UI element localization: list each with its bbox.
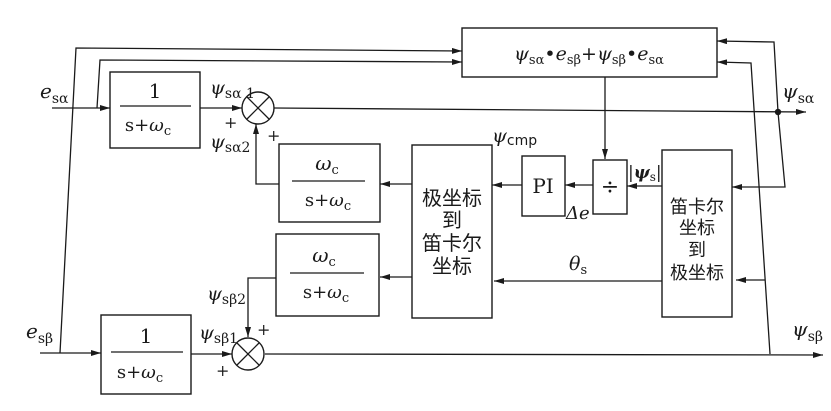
label-psi-b1: ψsβ1 [199,322,238,347]
wire-psi-a2 [253,124,279,185]
svg-text:极坐标: 极坐标 [670,263,724,284]
wire-psi-alpha-out [273,107,807,115]
lpf-alpha-num: 1 [149,79,162,103]
svg-text:s+ωc: s+ωc [305,190,351,214]
label-psi-b2: ψsβ2 [207,283,246,308]
lpf-beta-block: 1 s+ωc [100,314,192,395]
svg-text:到: 到 [688,240,706,261]
svg-text:ωc: ωc [312,243,336,270]
wire-psi-b2 [245,277,276,337]
product-block: ψsα•esβ+ψsβ•esα [461,27,718,78]
divide-block: ÷ [592,159,628,215]
svg-text:到: 到 [442,208,462,232]
svg-text:坐标: 坐标 [679,218,715,239]
label-psi-cmp: ψcmp [492,125,537,149]
sum-beta-plus-left: + [216,361,229,380]
wires [40,38,824,358]
label-theta: θs [569,253,587,278]
wire-e-alpha-to-product [96,58,463,109]
label-psi-a2: ψsα2 [210,131,250,156]
wire-psi-beta-to-product [716,59,771,355]
sum-alpha-plus-bottom: + [267,126,280,145]
label-psi-a1: ψsα 1 [210,77,255,102]
svg-text:PI: PI [532,174,553,198]
sum-beta [231,337,265,371]
comp-beta-block: ωc s+ωc [275,233,380,317]
cartesian-to-polar-block: 笛卡尔 坐标 到 极坐标 [661,149,733,318]
sum-beta-plus-top: + [257,320,270,339]
polar-to-cartesian-block: 极坐标 到 笛卡尔 坐标 [411,144,493,319]
sum-alpha-plus-left: + [224,113,237,132]
wire-e-beta-to-product [59,47,463,354]
svg-text:极坐标: 极坐标 [422,186,482,210]
svg-text:s+ωc: s+ωc [303,282,349,306]
label-e-alpha: esα [40,79,69,107]
junction-dot [774,108,782,116]
svg-text:s+ωc: s+ωc [117,362,163,386]
lpf-alpha-block: 1 s+ωc [109,71,201,149]
label-psi-alpha-out: ψsα [782,79,815,107]
label-delta-e: Δe [565,203,590,224]
svg-text:÷: ÷ [601,175,619,200]
lpf-beta-num: 1 [140,324,153,348]
svg-text:笛卡尔: 笛卡尔 [422,231,482,255]
comp-alpha-block: ωc s+ωc [278,143,381,223]
svg-text:坐标: 坐标 [432,254,472,278]
product-expression: ψsα•esβ+ψsβ•esα [514,43,664,68]
svg-text:s+ωc: s+ωc [125,115,171,139]
wire-psi-alpha-to-product [716,38,779,113]
wire-psi-alpha-to-cart2polar [732,111,786,190]
svg-text:笛卡尔: 笛卡尔 [670,197,724,218]
svg-text:ωc: ωc [315,151,339,178]
label-psi-beta-out: ψsβ [792,317,823,345]
pi-block: PI [521,155,566,217]
label-e-beta: esβ [26,319,53,347]
label-psi-magnitude: |ψs| [628,163,662,184]
sum-alpha [241,91,275,125]
wire-psi-beta-out [264,351,824,358]
